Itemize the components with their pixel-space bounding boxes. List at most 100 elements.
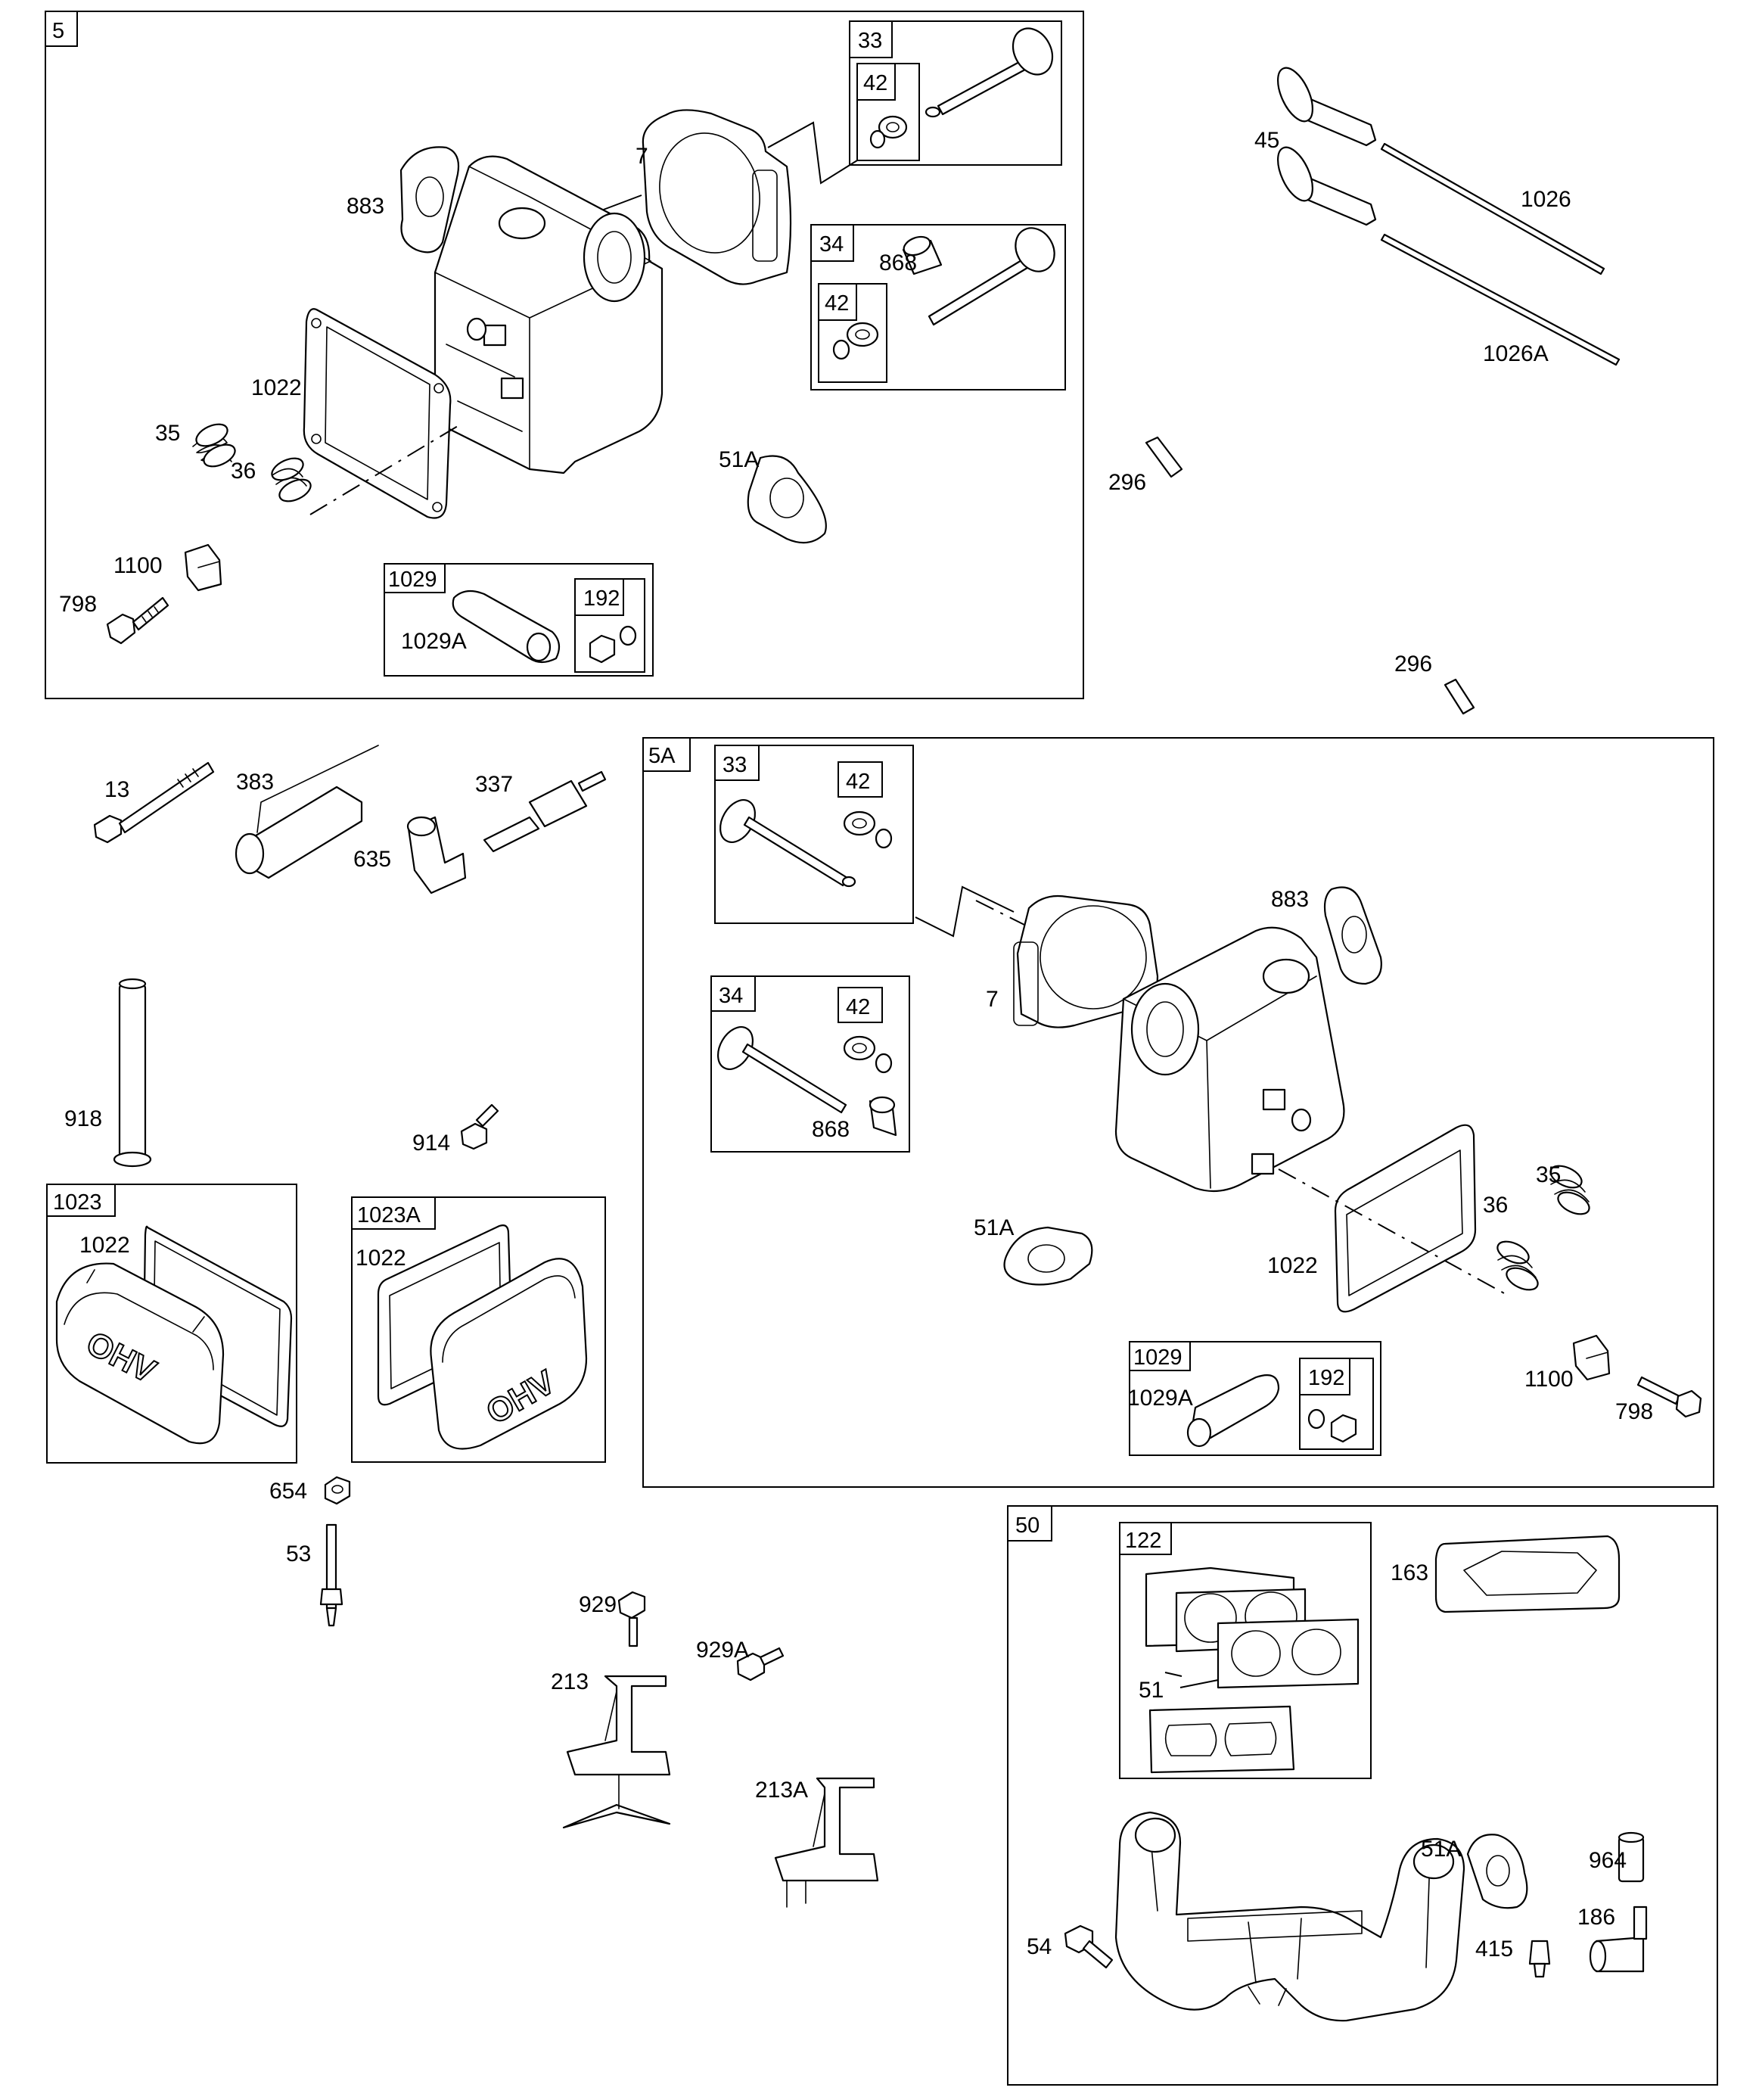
valve-spring-icon [192, 423, 236, 468]
box-label-42d: 42 [846, 995, 870, 1019]
label-1100: 1100 [113, 553, 163, 578]
screw-icon [460, 1103, 499, 1150]
label-1029A: 1029A [401, 629, 467, 654]
box-label-5A: 5A [648, 744, 676, 768]
label-415: 415 [1475, 1937, 1513, 1962]
label-798b: 798 [1615, 1399, 1653, 1424]
valve-icon [928, 227, 1055, 326]
label-213A: 213A [755, 1778, 808, 1803]
intake-gasket-icon [747, 455, 827, 544]
label-337: 337 [475, 772, 513, 797]
label-914: 914 [412, 1131, 450, 1156]
cylinder-head-icon [1114, 926, 1345, 1193]
label-1029Ab: 1029A [1127, 1386, 1193, 1411]
box-label-1023: 1023 [53, 1190, 102, 1215]
label-296: 296 [1108, 470, 1146, 495]
box-label-192b: 192 [1308, 1366, 1344, 1390]
label-296b: 296 [1394, 652, 1432, 677]
spark-plug-boot-icon [406, 816, 467, 894]
label-35: 35 [155, 421, 180, 446]
label-51A: 51A [719, 447, 759, 472]
ignition-armature-icon [235, 745, 379, 879]
breather-tube-icon [1145, 436, 1183, 478]
cylinder-head-icon [434, 155, 664, 474]
label-45: 45 [1254, 128, 1279, 153]
label-964: 964 [1589, 1848, 1627, 1873]
loose-parts-left: 13 383 337 635 918 914 [64, 745, 607, 1168]
label-51Ab: 51A [974, 1215, 1014, 1240]
box-label-34b: 34 [719, 984, 743, 1008]
bolt-icon [93, 761, 215, 844]
rocker-arm-icon [1186, 1374, 1280, 1448]
box-label-34: 34 [819, 232, 844, 257]
valve-guide-icon [869, 1096, 897, 1137]
section-5: 5 33 42 34 42 [45, 11, 1084, 699]
carburetor-gasket-icon [1145, 1566, 1360, 1774]
section-1023: 1023 OHV 1022 [46, 1184, 297, 1464]
box-label-50: 50 [1015, 1514, 1040, 1538]
screw-icon [736, 1647, 785, 1682]
loose-parts-bottom: 654 53 929 929A 213 213A [269, 1476, 879, 1908]
label-1022-cover: 1022 [79, 1233, 130, 1258]
valve-icon [925, 27, 1054, 118]
stud-icon [319, 1523, 343, 1627]
label-163: 163 [1391, 1560, 1428, 1585]
fitting-icon [1528, 1940, 1551, 1978]
rocker-cover-gasket-icon [1334, 1124, 1477, 1313]
spark-plug-icon [483, 770, 607, 853]
valve-icon [716, 1026, 847, 1114]
nut-icon [324, 1476, 351, 1505]
label-13: 13 [104, 777, 129, 802]
governor-bracket-icon [562, 1675, 671, 1829]
label-36b: 36 [1483, 1193, 1508, 1218]
valve-keeper-icon [843, 810, 893, 849]
valve-spring-icon [271, 457, 312, 502]
box-label-33b: 33 [723, 753, 747, 777]
label-36: 36 [231, 459, 256, 484]
bolt-icon [106, 596, 169, 645]
label-1022: 1022 [251, 375, 302, 400]
nut-icon [589, 625, 637, 664]
push-rod-icon [1380, 233, 1621, 366]
label-51: 51 [1139, 1678, 1164, 1703]
screw-icon [617, 1591, 646, 1647]
box-label-5: 5 [52, 19, 64, 43]
intake-gasket-icon [1466, 1834, 1528, 1909]
label-1026: 1026 [1521, 187, 1571, 212]
label-929A: 929A [696, 1638, 749, 1663]
label-929: 929 [579, 1592, 617, 1617]
section-1023A: 1023A OHV 1022 [351, 1196, 606, 1463]
label-654: 654 [269, 1479, 307, 1504]
valve-spring-icon [1549, 1165, 1590, 1215]
sleeve-icon [1618, 1831, 1645, 1883]
rocker-stud-icon [184, 543, 222, 592]
label-635: 635 [353, 847, 391, 872]
section-5A: 5A 33 42 34 42 [642, 737, 1714, 1488]
label-51Ac: 51A [1421, 1837, 1461, 1862]
bolt-icon [1636, 1376, 1702, 1418]
section-50: 50 122 [1007, 1505, 1718, 2086]
box-label-192: 192 [583, 586, 620, 611]
label-35b: 35 [1536, 1162, 1561, 1187]
label-798: 798 [59, 592, 97, 617]
rocker-arm-icon [452, 590, 561, 664]
tappet-icon [1277, 67, 1377, 147]
dipstick-tube-icon [113, 978, 152, 1168]
box-label-33: 33 [858, 29, 882, 53]
governor-bracket-icon [774, 1777, 879, 1908]
label-54: 54 [1027, 1934, 1052, 1959]
valve-spring-icon [1496, 1240, 1539, 1291]
bolt-icon [1064, 1924, 1114, 1969]
label-213: 213 [551, 1669, 589, 1694]
valve-keeper-icon [832, 322, 879, 360]
label-53: 53 [286, 1542, 311, 1566]
box-label-1029: 1029 [388, 568, 437, 592]
loose-parts-top-right: 45 1026 1026A 296 296 [1108, 67, 1621, 715]
label-918: 918 [64, 1106, 102, 1131]
valve-keeper-icon [869, 115, 908, 149]
label-1022b: 1022 [1267, 1253, 1318, 1278]
label-883: 883 [347, 194, 384, 219]
head-gasket-icon [1013, 894, 1159, 1028]
box-label-1023A: 1023A [357, 1203, 421, 1227]
